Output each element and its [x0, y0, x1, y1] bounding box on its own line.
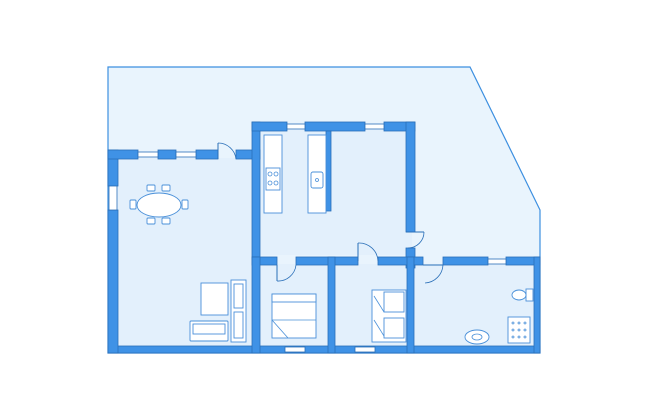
room-living: [118, 158, 252, 346]
door-bedroom-1[interactable]: [276, 264, 297, 282]
window-kitchen-top-1: [286, 123, 306, 130]
wall-right: [533, 256, 541, 354]
sofa-icon: [189, 320, 229, 342]
shower-icon: [507, 316, 531, 344]
window-living-top-1: [137, 151, 159, 158]
door-hall[interactable]: [357, 242, 379, 262]
window-kitchen-top-2: [364, 123, 385, 130]
stove-icon: [263, 134, 283, 214]
window-bed1-bottom: [284, 346, 306, 353]
walls: [107, 121, 541, 354]
wall-pantry-divider: [325, 130, 332, 212]
double-bed-icon: [271, 293, 317, 339]
wall-bed1-left: [251, 256, 261, 354]
wall-bed-divider: [327, 256, 336, 354]
bunk-bed-icon: [371, 289, 407, 343]
wall-living-top-a: [107, 149, 139, 160]
sink-icon: [307, 134, 327, 214]
window-bed2-bottom: [354, 346, 376, 353]
wall-mid-c: [377, 256, 424, 266]
window-bath-top: [487, 258, 507, 265]
door-living-entry[interactable]: [217, 142, 237, 160]
wall-mid-d: [442, 256, 489, 266]
wall-left-lower: [107, 209, 119, 354]
wall-living-top-c: [195, 149, 219, 160]
wall-bath-left: [406, 256, 415, 354]
toilet-icon: [511, 288, 534, 302]
window-left: [108, 185, 118, 211]
dining-table-icon: [129, 184, 189, 225]
wall-mid-b: [295, 256, 359, 266]
wall-kitchen-left: [251, 121, 261, 260]
wall-living-top-b: [157, 149, 177, 160]
washbasin-icon: [464, 329, 490, 345]
door-kitchen-side[interactable]: [406, 231, 425, 249]
window-living-top-2: [175, 151, 197, 158]
door-bathroom[interactable]: [423, 264, 444, 284]
wall-kitchen-top-a: [251, 121, 288, 132]
room-kitchen: [260, 130, 412, 255]
tv-unit-icon: [230, 279, 247, 343]
wall-bottom: [107, 345, 541, 354]
windows: [108, 123, 507, 353]
armchair-icon: [200, 282, 229, 316]
wall-kitchen-right: [405, 121, 416, 233]
wall-kitchen-top-b: [304, 121, 366, 132]
doors: [217, 142, 444, 284]
